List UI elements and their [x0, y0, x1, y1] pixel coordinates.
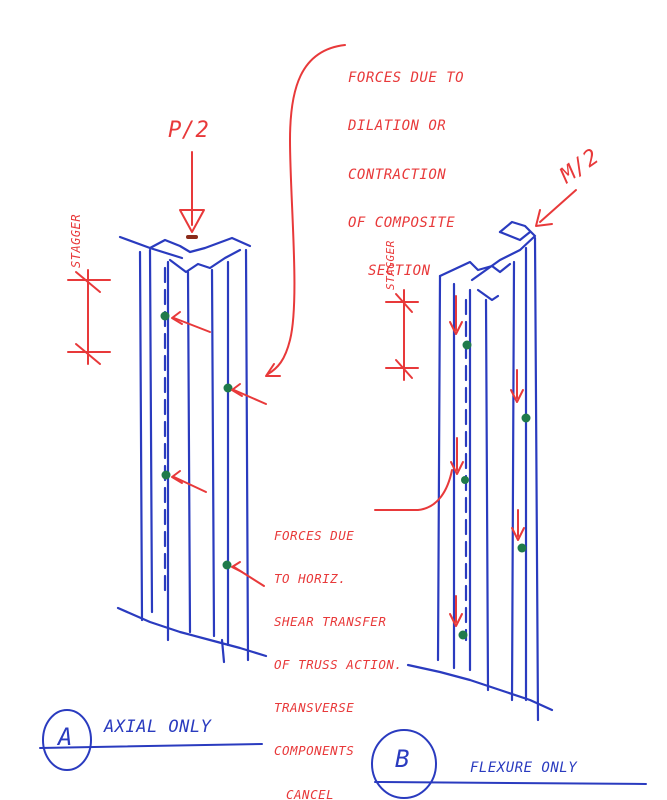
annotation-line: SHEAR TRANSFER: [274, 614, 387, 629]
stagger-label-left: STAGGER: [69, 213, 83, 268]
caption-shapes: [39, 709, 647, 799]
bolt-dot: [160, 311, 170, 321]
bolt-dot: [222, 560, 232, 570]
left-column-arrows: [67, 44, 346, 587]
bolt-dot: [161, 470, 171, 480]
right-column: [406, 220, 554, 722]
stagger-label-right: STAGGER: [384, 240, 397, 290]
annotation-forces-mid: FORCES DUE TO HORIZ. SHEAR TRANSFER OF T…: [274, 500, 402, 800]
annotation-line: FORCES DUE TO: [348, 70, 465, 87]
annotation-line: OF TRUSS ACTION.: [274, 657, 403, 673]
annotation-line: CONTRACTION: [348, 166, 447, 183]
annotation-forces-top: FORCES DUE TO DILATION OR CONTRACTION OF…: [348, 38, 464, 312]
caption-a-letter: A: [58, 723, 73, 751]
annotation-line: FORCES DUE: [274, 527, 355, 543]
left-column: [116, 235, 268, 664]
right-column-arrows: [374, 189, 577, 627]
annotation-line: OF COMPOSITE: [348, 215, 456, 232]
caption-a-text: AXIAL ONLY: [104, 717, 212, 737]
annotation-line: TRANSVERSE: [274, 700, 355, 716]
bolt-dot: [461, 476, 469, 484]
annotation-line: COMPONENTS: [274, 743, 355, 759]
caption-a-circle: [42, 709, 92, 771]
bolt-dot: [223, 383, 233, 393]
annotation-line: SECTION: [368, 263, 431, 280]
load-label-p: P/2: [168, 118, 210, 143]
annotation-line: TO HORIZ.: [274, 570, 347, 586]
caption-b-circle: [371, 729, 437, 799]
flexure-load-arrow: [539, 189, 577, 223]
left-column-bolts: [160, 311, 233, 570]
bolt-dot: [521, 413, 531, 423]
annotation-line: CANCEL: [286, 786, 335, 800]
bolt-dot: [458, 630, 468, 640]
right-column-bolts: [458, 340, 531, 640]
caption-b-letter: B: [395, 745, 410, 773]
bolt-dot: [462, 340, 472, 350]
caption-b-text: FLEXURE ONLY: [470, 760, 578, 776]
bolt-dot: [517, 543, 527, 553]
annotation-line: DILATION OR: [348, 118, 447, 135]
